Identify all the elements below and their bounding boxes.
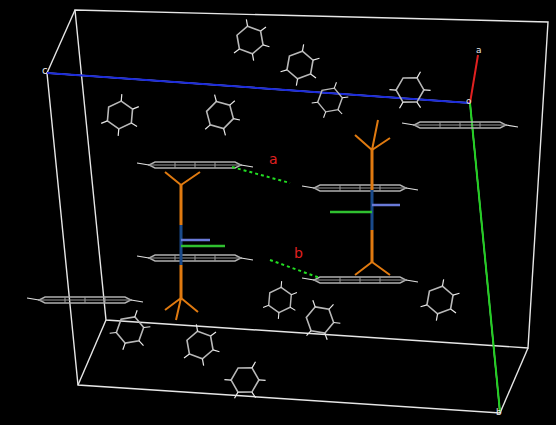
axis-label: b [496,408,502,417]
contact-label: a [269,152,278,166]
axis-label: a [476,46,482,55]
contact-label: b [294,246,303,260]
axis-label: c [42,66,48,76]
origin-label: o [466,97,472,106]
